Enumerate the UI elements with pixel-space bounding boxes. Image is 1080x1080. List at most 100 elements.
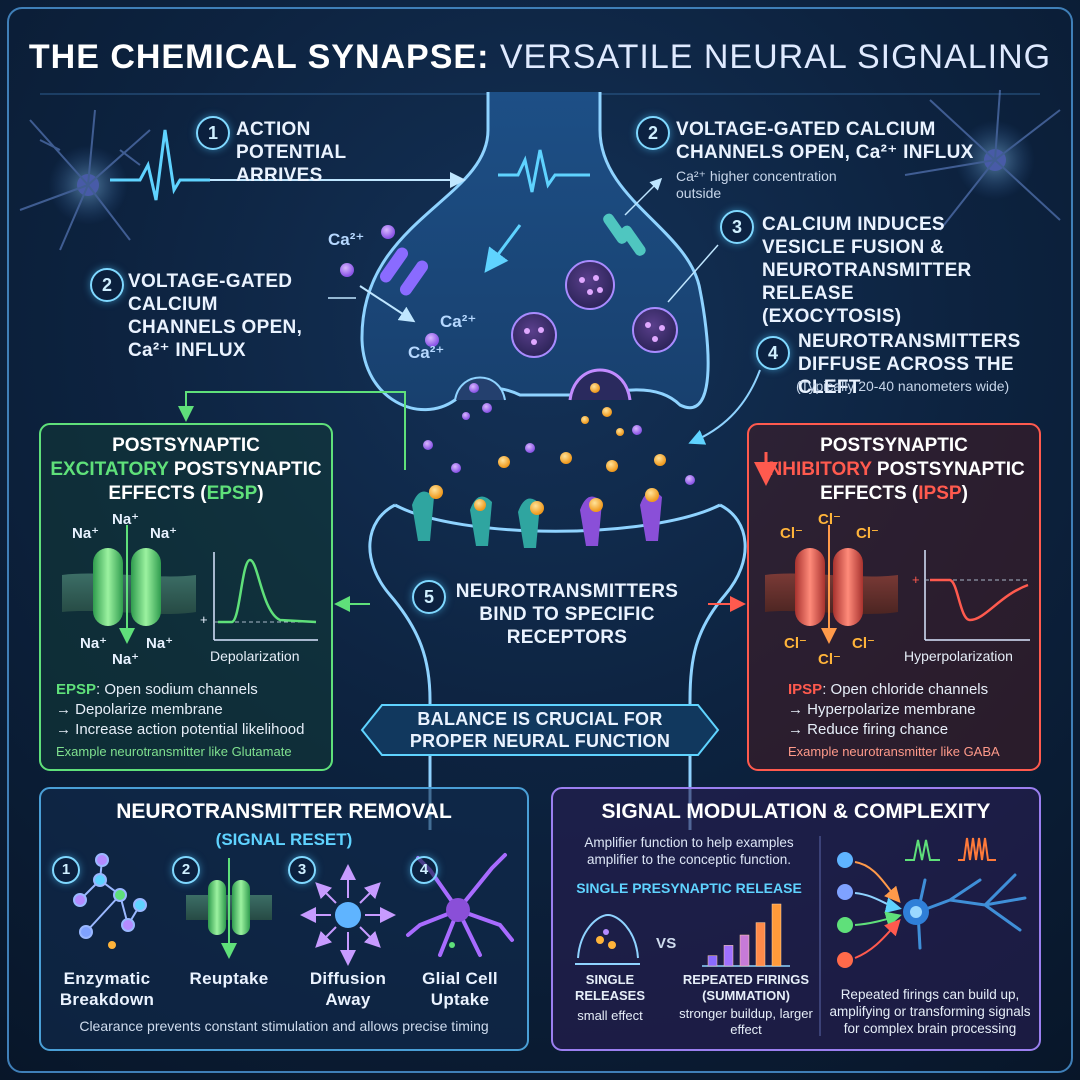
fusing-vesicle-right [568, 368, 632, 401]
title-thin: VERSATILE NEURAL SIGNALING [499, 38, 1052, 76]
balance-label: BALANCE IS CRUCIAL FOR PROPER NEURAL FUN… [409, 709, 671, 751]
postsynaptic-membrane [368, 503, 747, 830]
epsp-heading-abbr: EPSP [206, 483, 258, 504]
modulation-right-caption: Repeated firings can build up, amplifyin… [829, 987, 1031, 1036]
step4-note: (Typically 20-40 nanometers wide) [796, 378, 1010, 394]
removal-subtitle: (SIGNAL RESET) [215, 830, 353, 849]
ipsp-heading-effects: EFFECTS ( [820, 483, 919, 504]
modulation-vs: VS [656, 935, 677, 952]
epsp-abbr: EPSP [56, 681, 97, 698]
epsp-example: Example neurotransmitter like Glutamate [56, 744, 292, 759]
sodium-channel-graphic [62, 525, 196, 644]
enzyme-breakdown-graphic [73, 853, 147, 949]
step3-pointer [667, 244, 719, 303]
ipsp-heading-abbr: IPSP [918, 483, 962, 504]
hyperpolarization-graph [924, 550, 1030, 641]
ca-ion-label: Ca²⁺ [440, 312, 477, 331]
pulse-icons [905, 837, 996, 861]
ipsp-heading-postsyn: POSTSYNAPTIC [871, 459, 1025, 480]
reuptake-graphic [186, 858, 272, 959]
removal-item-enzymatic: Enzymatic Breakdown [59, 969, 155, 1009]
step5-number: 5 [412, 580, 446, 614]
removal-title: NEUROTRANSMITTER REMOVAL [116, 800, 452, 823]
removal-item-diffusion: Diffusion Away [309, 969, 387, 1009]
action-potential-pulse [110, 129, 210, 201]
step2-left-number: 2 [90, 268, 124, 302]
removal-item-glial: Glial Cell Uptake [422, 969, 498, 1009]
ipsp-graph-plus: + [912, 572, 920, 587]
pulse-arrow [484, 224, 522, 273]
calcium-channel-right [603, 213, 646, 256]
step2-right-note: Ca²⁺ higher concentration outside [676, 168, 837, 201]
summation-bar [755, 922, 766, 967]
na-ion-label: Na⁺ [150, 525, 178, 542]
modulation-repeated-caption: REPEATED FIRINGS (SUMMATION) [682, 972, 810, 1003]
step3-number: 3 [720, 210, 754, 244]
calcium-channel-left [379, 247, 429, 296]
summation-bar [707, 955, 718, 967]
removal-item-number: 3 [288, 856, 316, 884]
step4-number: 4 [756, 336, 790, 370]
modulation-intro: Amplifier function to help examples ampl… [584, 835, 794, 867]
chloride-channel-graphic [754, 452, 898, 644]
modulation-single-header: SINGLE PRESYNAPTIC RELEASE [576, 880, 802, 896]
ipsp-b0-text: : Open chloride channels [822, 681, 989, 698]
epsp-graph-plus: + [200, 612, 208, 627]
na-ion-label: Na⁺ [80, 635, 108, 652]
epsp-graph-label: Depolarization [210, 648, 300, 664]
epsp-heading-effects: EFFECTS ( [108, 483, 207, 504]
na-ion-label: Na⁺ [112, 651, 140, 668]
epsp-excitatory-word: EXCITATORY [50, 459, 169, 480]
neurotransmitter-molecules [423, 383, 695, 515]
epsp-heading-line1: POSTSYNAPTIC [112, 435, 260, 456]
na-ion-label: Na⁺ [146, 635, 174, 652]
background-neuron-right [904, 89, 1061, 231]
epsp-b0-text: : Open sodium channels [96, 681, 258, 698]
diffusion-graphic [300, 864, 396, 966]
cl-ion-label: Cl⁻ [780, 525, 803, 542]
glial-cell-graphic [406, 853, 514, 957]
modulation-single-caption: SINGLE RELEASES [574, 972, 646, 1003]
ipsp-heading: POSTSYNAPTIC INHIBITORY POSTSYNAPTIC EFF… [748, 434, 1040, 506]
epsp-bullet-1: → Depolarize membrane [56, 701, 223, 718]
depolarization-graph [213, 552, 318, 641]
modulation-single-effect: small effect [577, 1008, 643, 1023]
fusing-vesicle-left [454, 376, 506, 401]
modulation-repeated-effect: stronger buildup, larger effect [679, 1006, 813, 1037]
step2-right-label: VOLTAGE-GATED CALCIUM CHANNELS OPEN, Ca²… [676, 119, 974, 163]
background-neuron-left [19, 109, 151, 251]
epsp-bullet-0: EPSP: Open sodium channels [56, 680, 326, 700]
ipsp-bullet-1: → Hyperpolarize membrane [788, 701, 976, 718]
balance-banner [360, 704, 720, 756]
cl-ion-label: Cl⁻ [856, 525, 879, 542]
na-ion-label: Na⁺ [72, 525, 100, 542]
ipsp-bullet-0: IPSP: Open chloride channels [788, 680, 1033, 700]
removal-footer: Clearance prevents constant stimulation … [79, 1018, 489, 1034]
removal-item-reuptake: Reuptake [189, 969, 269, 988]
step4-arrow [688, 369, 761, 445]
integrating-neuron-graphic [837, 852, 1027, 968]
page-title: THE CHEMICAL SYNAPSE: VERSATILE NEURAL S… [0, 38, 1080, 77]
removal-item-number: 2 [172, 856, 200, 884]
removal-item-number: 4 [410, 856, 438, 884]
cl-ion-label: Cl⁻ [852, 635, 875, 652]
step1-number: 1 [196, 116, 230, 150]
epsp-heading: POSTSYNAPTIC EXCITATORY POSTSYNAPTIC EFF… [40, 434, 332, 506]
synaptic-vesicles [511, 260, 678, 358]
step2-right-number: 2 [636, 116, 670, 150]
removal-panel [39, 787, 529, 1051]
summation-bar [739, 934, 750, 967]
ipsp-heading-line1: POSTSYNAPTIC [820, 435, 968, 456]
summation-bar [723, 945, 734, 967]
step3-label: CALCIUM INDUCES VESICLE FUSION & NEUROTR… [762, 214, 972, 327]
axon-pulse [498, 149, 590, 193]
ca-ion-label: Ca²⁺ [328, 230, 365, 249]
step5-label: NEUROTRANSMITTERS BIND TO SPECIFIC RECEP… [455, 581, 679, 648]
modulation-title: SIGNAL MODULATION & COMPLEXITY [601, 800, 991, 823]
ipsp-inhibitory-word: INHIBITORY [763, 459, 872, 480]
ipsp-graph-label: Hyperpolarization [904, 648, 1013, 664]
ipsp-heading-close: ) [961, 483, 968, 504]
ipsp-heading-line3: EFFECTS (IPSP) [748, 482, 1040, 506]
presynaptic-terminal [360, 92, 710, 412]
